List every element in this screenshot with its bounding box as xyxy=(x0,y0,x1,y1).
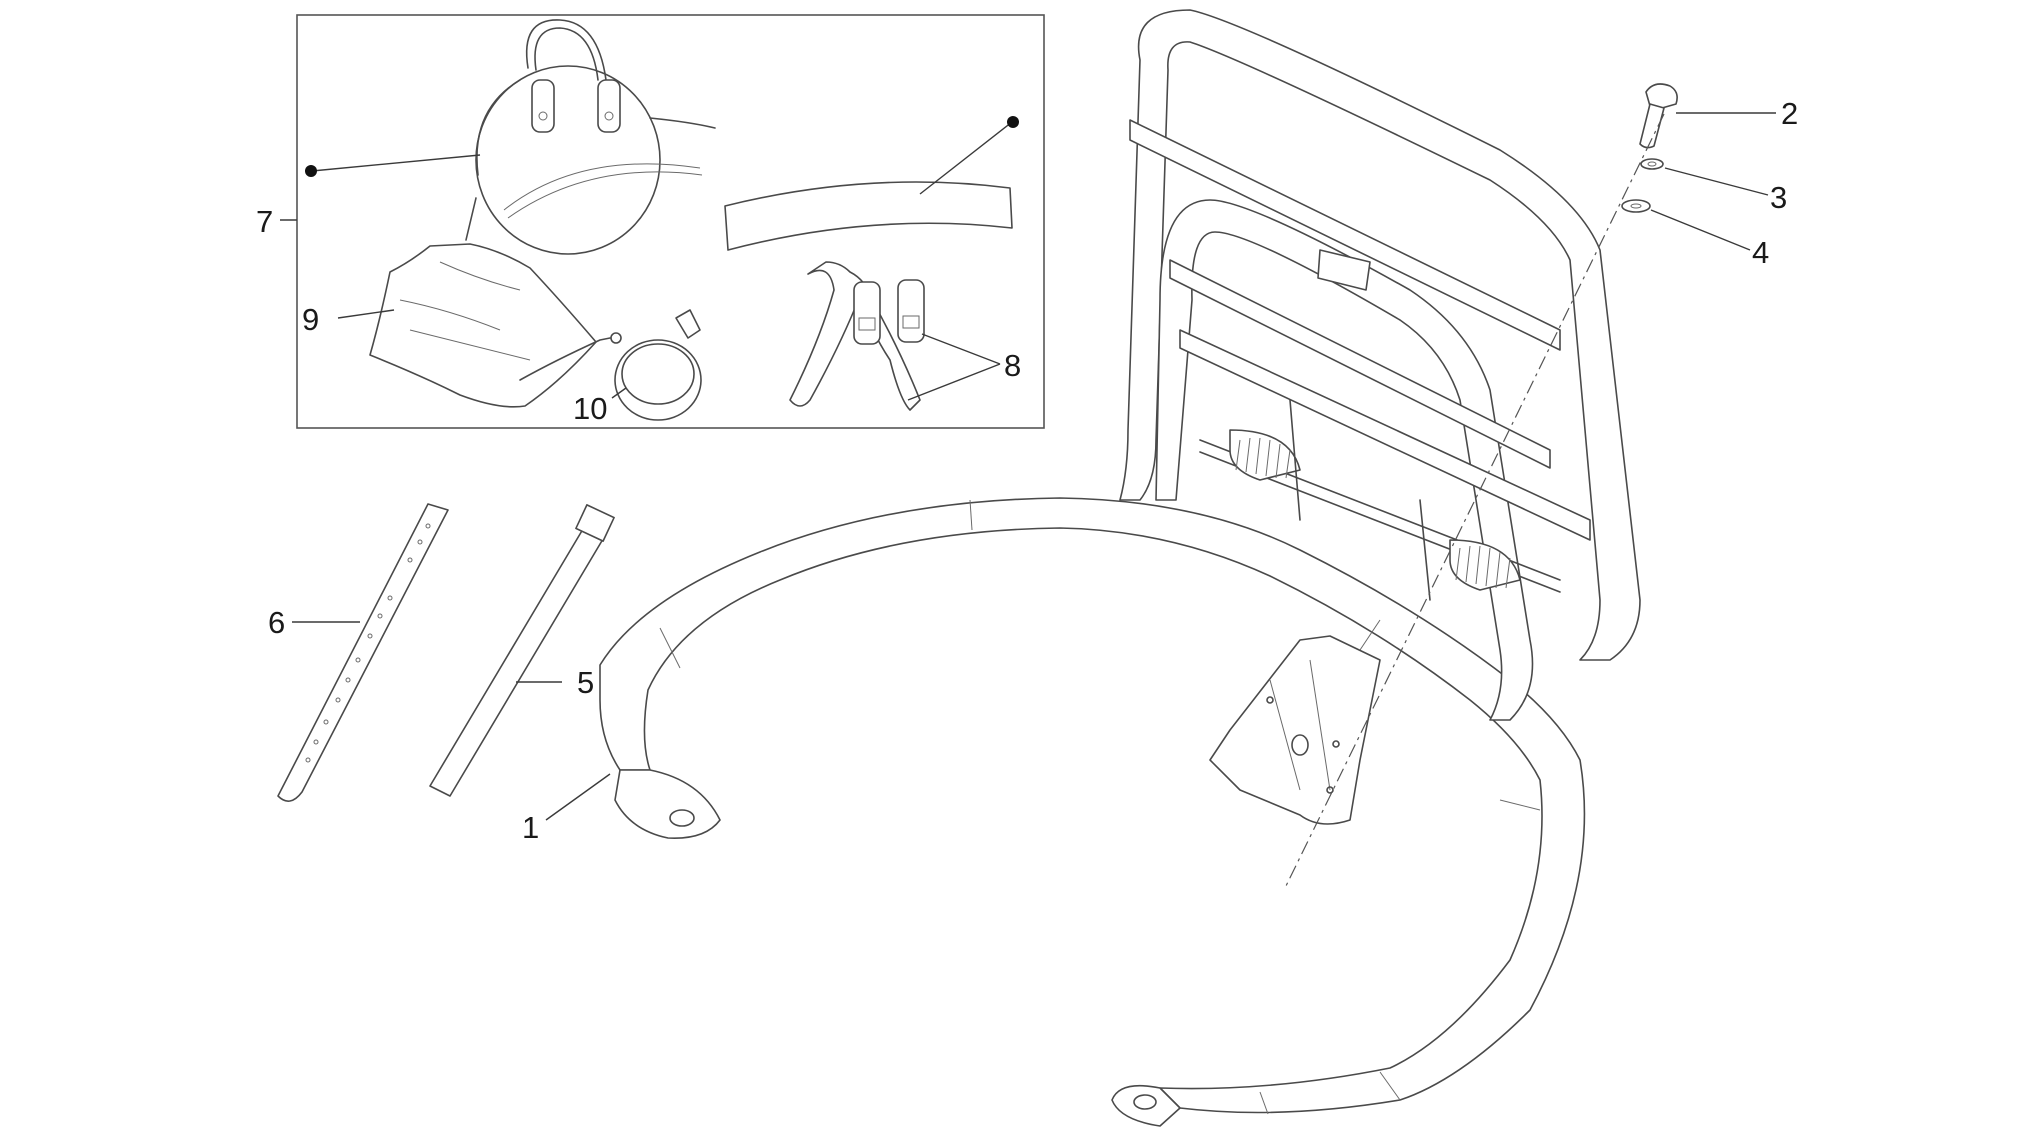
callout-2: 2 xyxy=(1781,96,1798,131)
callout-10: 10 xyxy=(573,391,607,426)
bolt-part xyxy=(1639,83,1678,149)
callout-3: 3 xyxy=(1770,180,1787,215)
leader-lines xyxy=(280,112,1776,821)
washer-3-part xyxy=(1640,158,1664,170)
reference-dot-left xyxy=(305,165,317,177)
callout-1: 1 xyxy=(522,810,539,845)
accessory-kit-frame xyxy=(296,14,1045,429)
strap-loop-part xyxy=(614,309,702,421)
small-straps-part xyxy=(789,261,925,411)
pouch-part xyxy=(369,243,622,408)
callout-6: 6 xyxy=(268,605,285,640)
strap-6-part xyxy=(277,503,449,802)
rear-carrier-part xyxy=(599,9,1641,1127)
strap-5-part xyxy=(429,504,615,797)
callout-9: 9 xyxy=(302,302,319,337)
reference-dot-right xyxy=(1007,116,1019,128)
callout-5: 5 xyxy=(577,665,594,700)
callout-7: 7 xyxy=(256,204,273,239)
round-bag-part xyxy=(465,19,716,255)
curved-band-part xyxy=(724,181,1013,251)
callout-8: 8 xyxy=(1004,348,1021,383)
assembly-axis-line xyxy=(1284,113,1665,889)
washer-4-part xyxy=(1621,199,1651,213)
callout-4: 4 xyxy=(1752,235,1769,270)
